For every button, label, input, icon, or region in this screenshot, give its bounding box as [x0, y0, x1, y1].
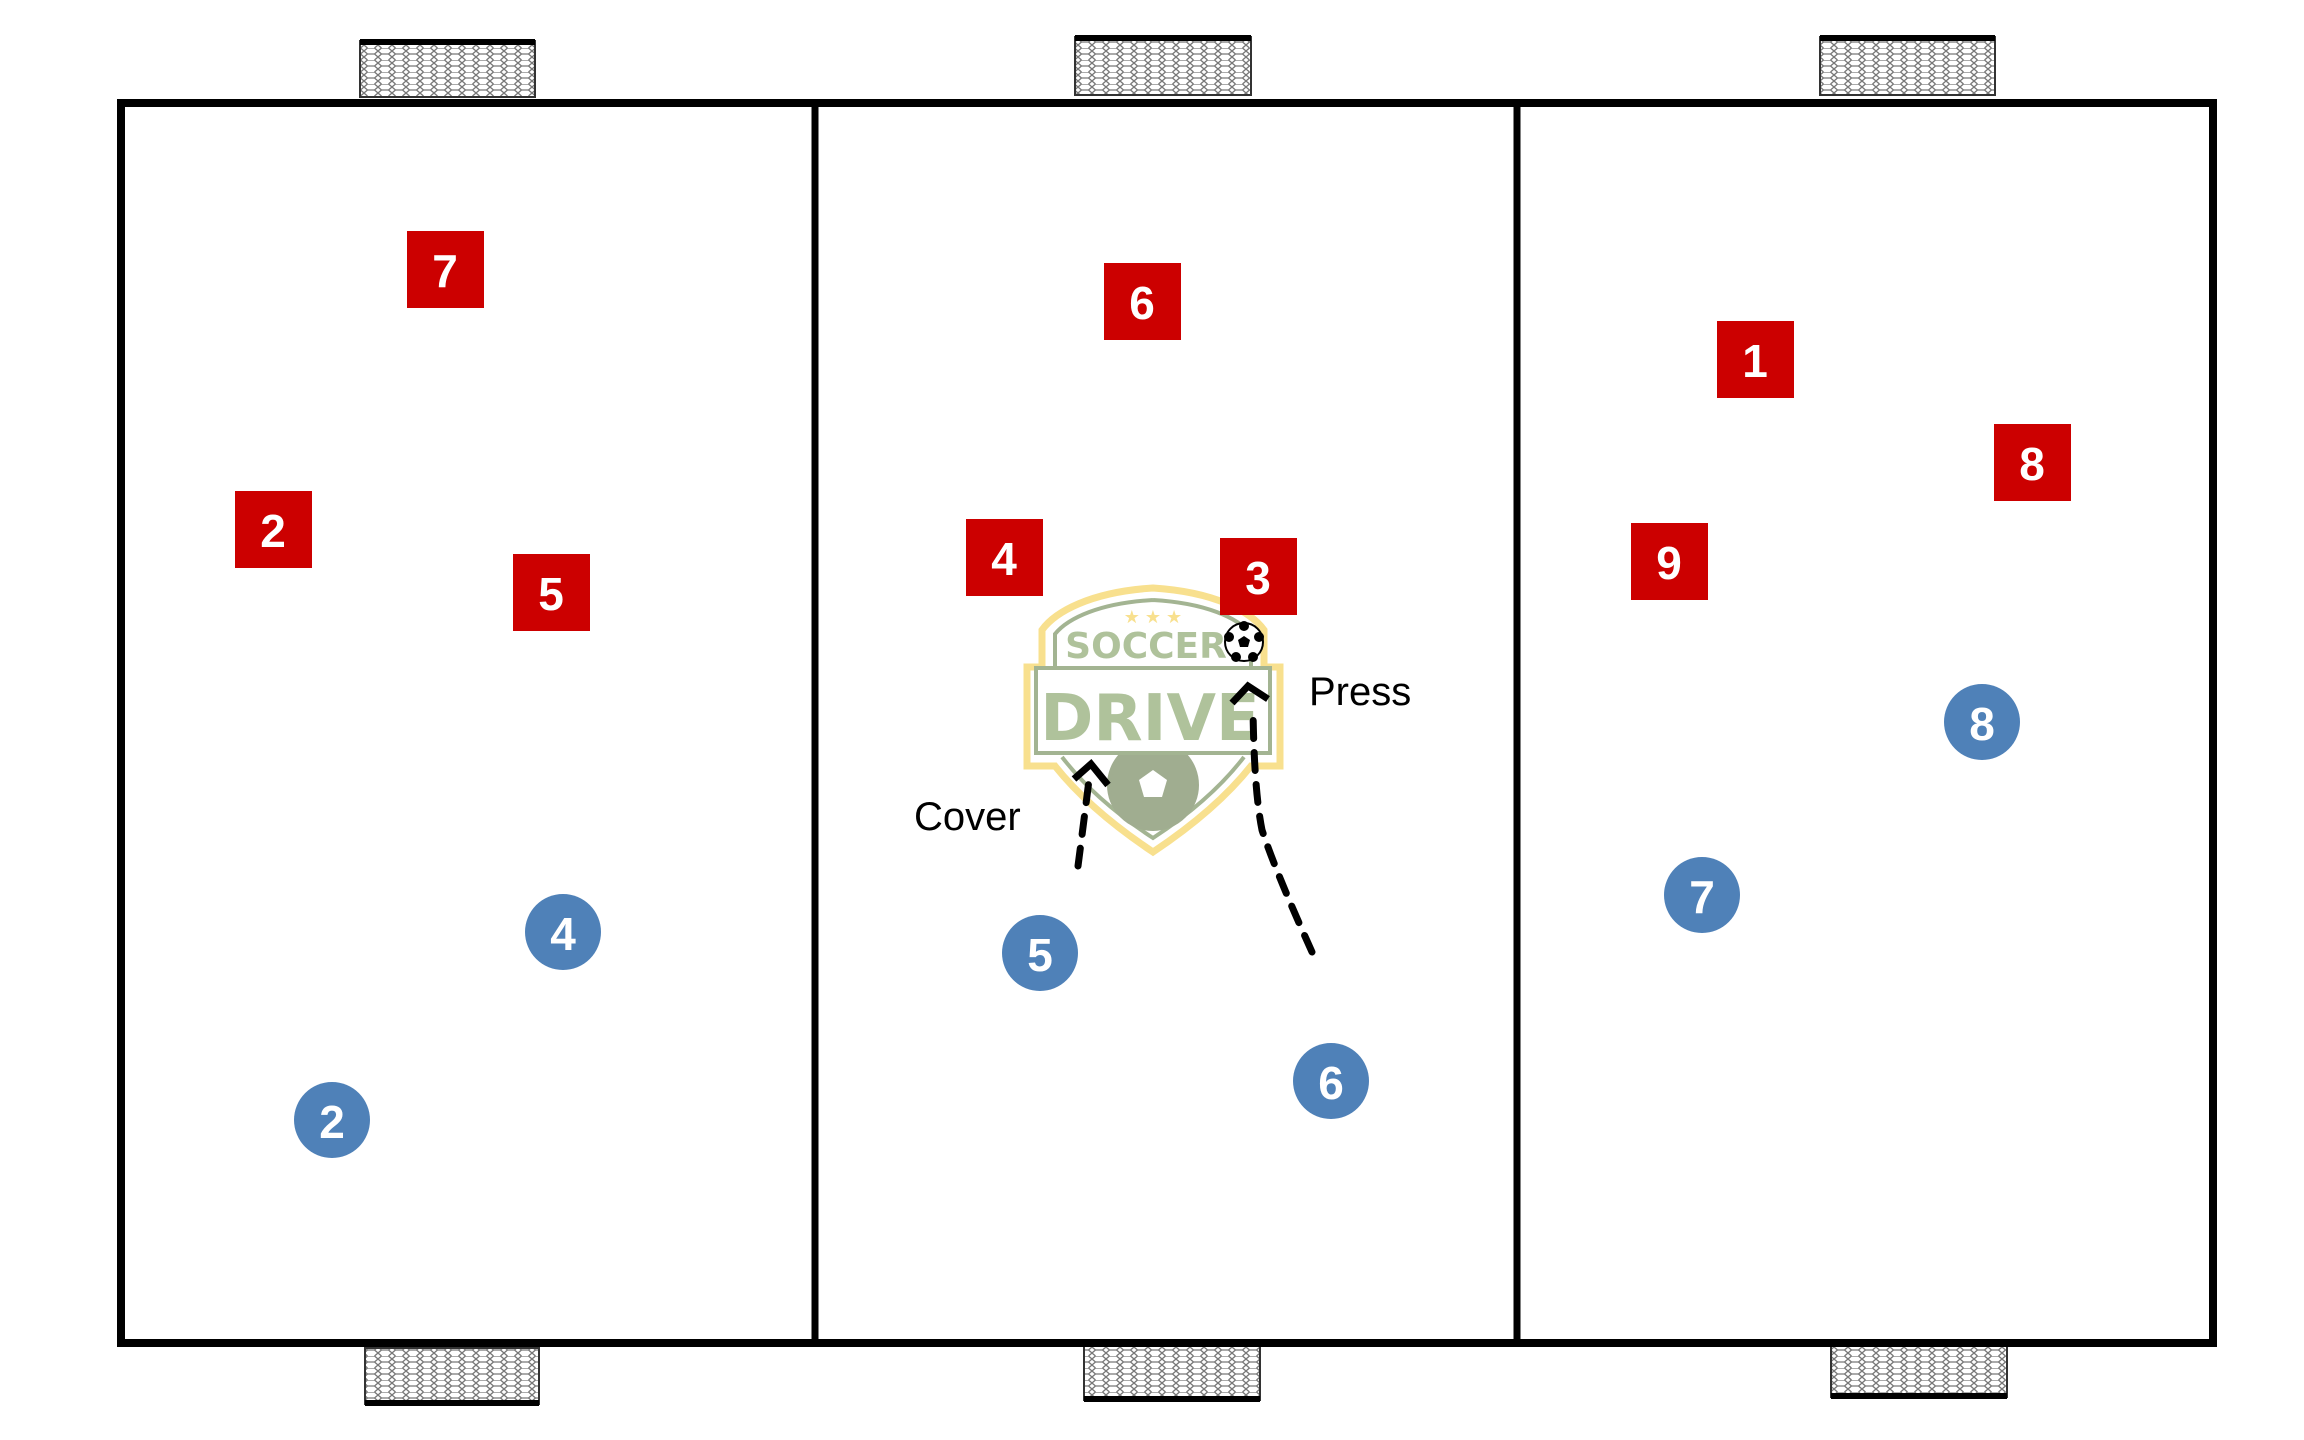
- player-number: 8: [2019, 438, 2045, 490]
- red-player-7: 7: [407, 231, 484, 308]
- player-number: 5: [1027, 929, 1053, 981]
- red-player-5: 5: [513, 554, 590, 631]
- cover-label: Cover: [914, 795, 1021, 839]
- red-player-8: 8: [1994, 424, 2071, 501]
- logo-text-soccer: SOCCER: [1065, 626, 1227, 667]
- goal-bottom-left: [364, 1347, 540, 1406]
- player-number: 5: [538, 568, 564, 620]
- red-player-3: 3: [1220, 538, 1297, 615]
- logo-text-drive: DRIVE: [1040, 682, 1259, 756]
- player-number: 2: [319, 1096, 345, 1148]
- soccer-drive-logo: SOCCER DRIVE ★ ★ ★: [1023, 584, 1284, 857]
- press-run-arrow: [1229, 681, 1316, 956]
- red-player-marker: [513, 554, 590, 631]
- red-player-2: 2: [235, 491, 312, 568]
- player-number: 4: [991, 533, 1017, 585]
- blue-player-6: 6: [1293, 1043, 1369, 1119]
- blue-player-marker: [525, 894, 601, 970]
- red-player-1: 1: [1717, 321, 1794, 398]
- blue-player-2: 2: [294, 1082, 370, 1158]
- logo-stars-icon: ★ ★ ★: [1124, 607, 1182, 627]
- blue-player-marker: [1664, 857, 1740, 933]
- soccer-ball-icon: [1224, 621, 1264, 662]
- goal-bottom-middle: [1083, 1343, 1261, 1402]
- player-number: 6: [1318, 1057, 1344, 1109]
- blue-player-marker: [294, 1082, 370, 1158]
- cover-run-arrow: [1071, 758, 1111, 870]
- goals: [359, 35, 2008, 1406]
- blue-player-4: 4: [525, 894, 601, 970]
- player-number: 9: [1656, 537, 1682, 589]
- goal-top-right: [1819, 35, 1996, 96]
- red-player-marker: [235, 491, 312, 568]
- red-player-marker: [1994, 424, 2071, 501]
- goal-bottom-right: [1830, 1340, 2008, 1399]
- player-number: 7: [432, 245, 458, 297]
- red-player-marker: [966, 519, 1043, 596]
- blue-player-7: 7: [1664, 857, 1740, 933]
- blue-player-marker: [1002, 915, 1078, 991]
- player-number: 6: [1129, 277, 1155, 329]
- field-boundary: [117, 99, 2217, 1347]
- player-number: 2: [260, 505, 286, 557]
- press-label: Press: [1309, 670, 1411, 714]
- red-player-marker: [1631, 523, 1708, 600]
- player-number: 4: [550, 908, 576, 960]
- red-player-9: 9: [1631, 523, 1708, 600]
- red-player-marker: [1717, 321, 1794, 398]
- goal-top-left: [359, 39, 536, 98]
- blue-player-5: 5: [1002, 915, 1078, 991]
- blue-player-marker: [1293, 1043, 1369, 1119]
- red-player-marker: [407, 231, 484, 308]
- blue-player-8: 8: [1944, 684, 2020, 760]
- red-player-6: 6: [1104, 263, 1181, 340]
- players: 7 2 5 6 4 3 1 8 9 4 2 5 6 8 7: [235, 231, 2071, 1158]
- player-number: 8: [1969, 698, 1995, 750]
- red-player-marker: [1104, 263, 1181, 340]
- player-number: 1: [1742, 335, 1768, 387]
- goal-top-middle: [1074, 35, 1252, 96]
- player-number: 7: [1689, 871, 1715, 923]
- blue-player-marker: [1944, 684, 2020, 760]
- red-player-marker: [1220, 538, 1297, 615]
- player-number: 3: [1245, 552, 1271, 604]
- red-player-4: 4: [966, 519, 1043, 596]
